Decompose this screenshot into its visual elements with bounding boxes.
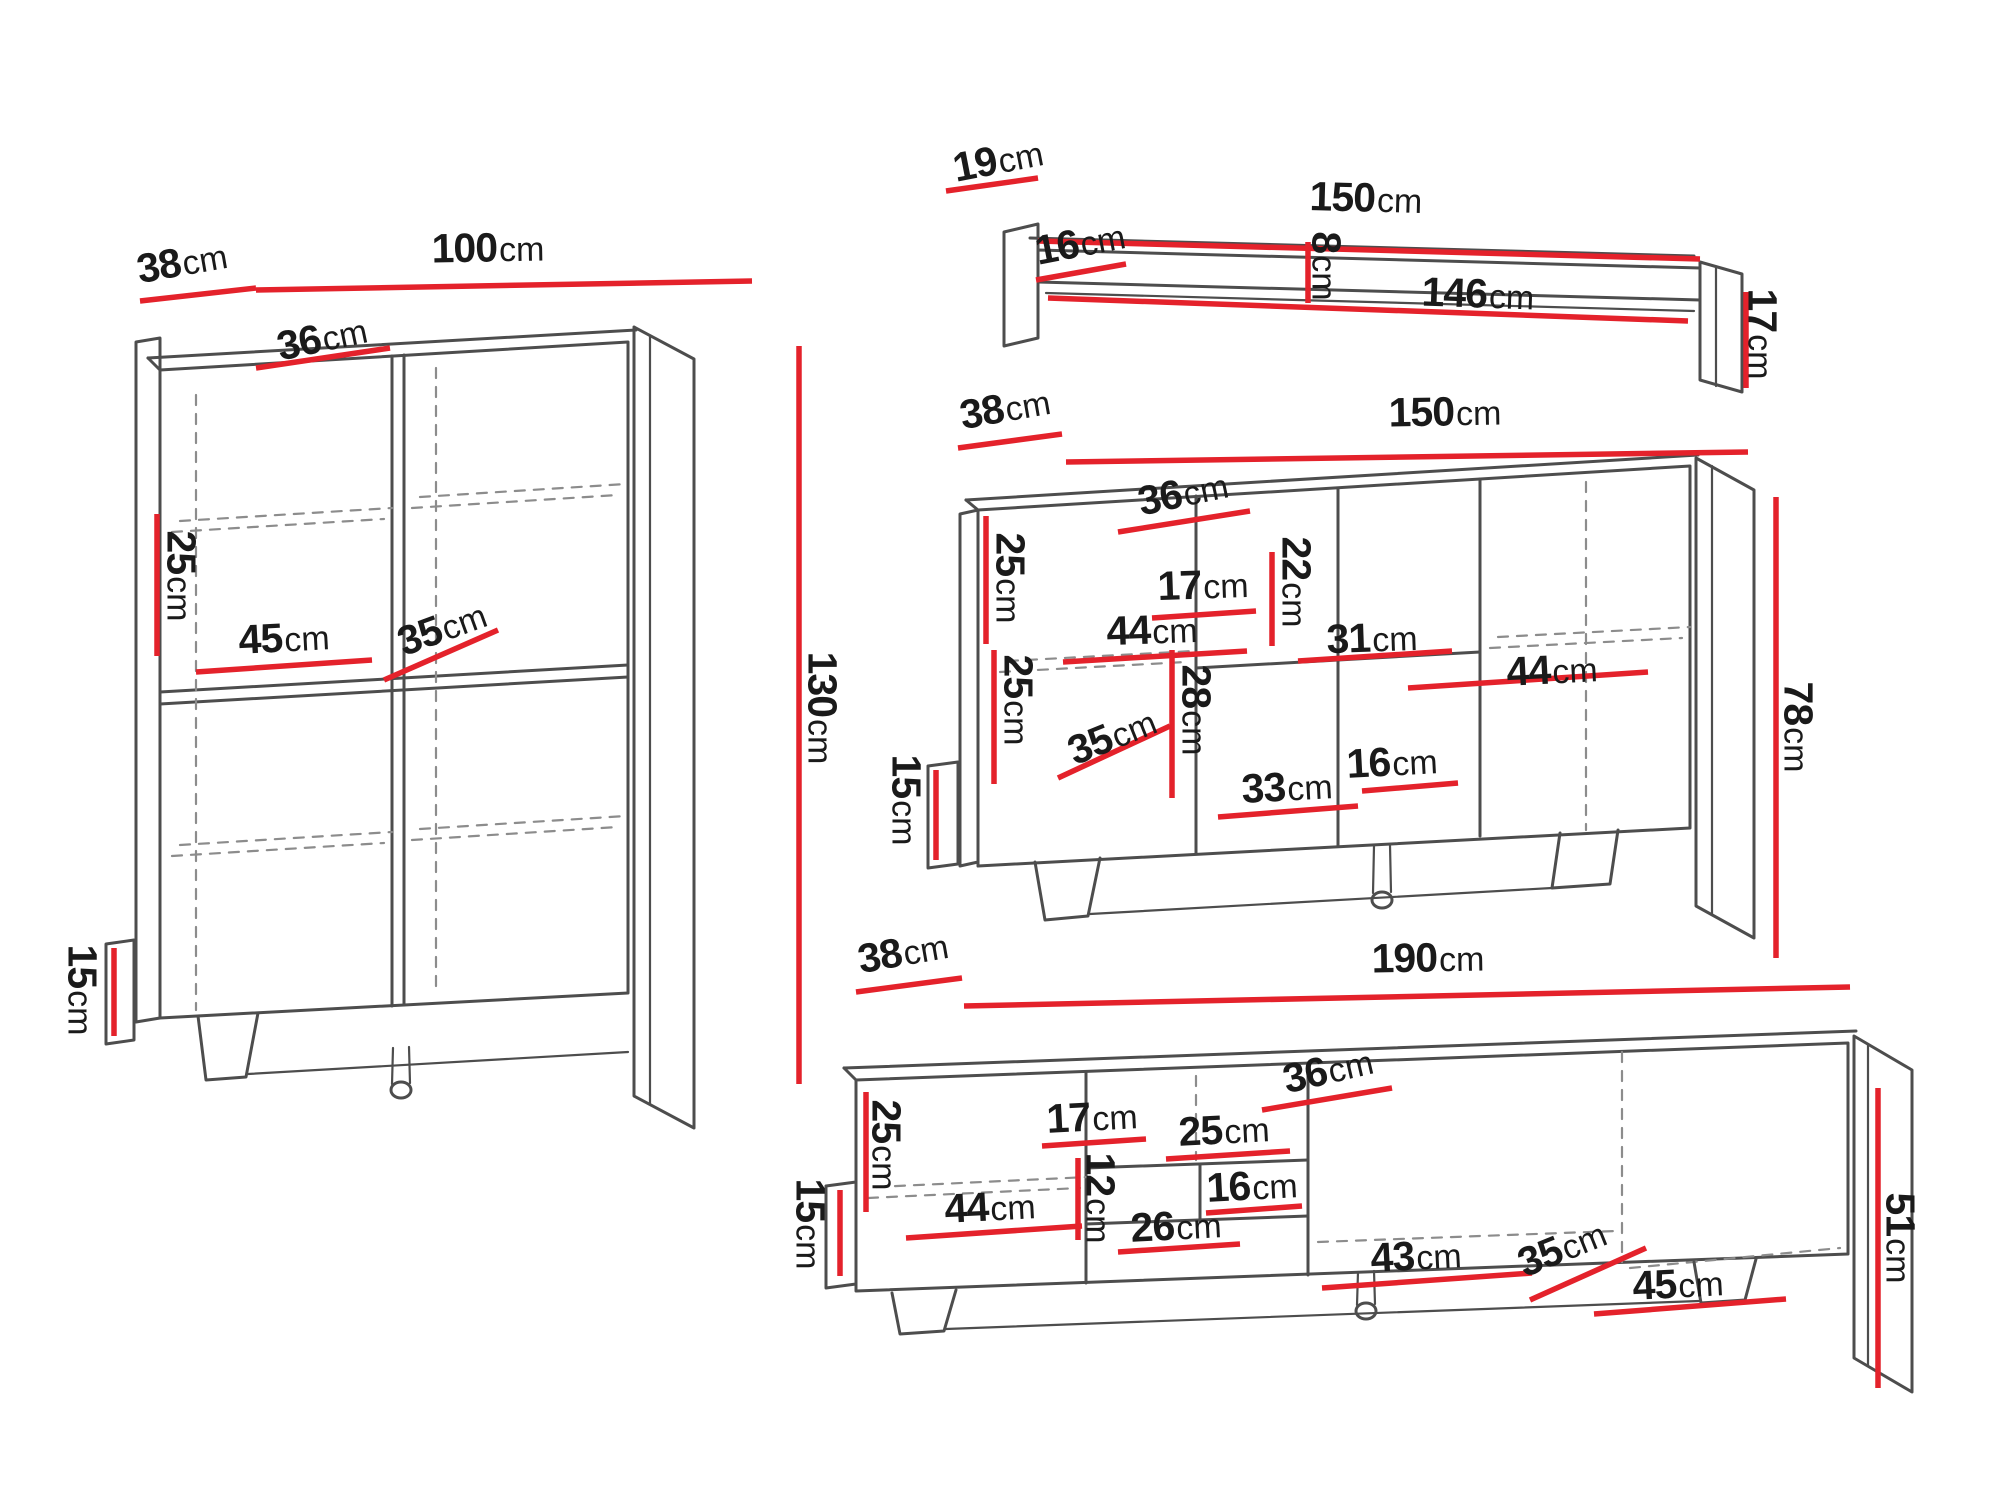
dimension-line-cabinet-38cm-0 bbox=[139, 285, 257, 304]
cabinet-outline bbox=[104, 325, 696, 1130]
wall-shelf-outline bbox=[1002, 222, 1744, 394]
dimension-label-tv-stand-26cm-9: 26cm bbox=[1129, 1202, 1223, 1251]
dimension-label-wall-shelf-150cm-1: 150cm bbox=[1309, 173, 1423, 221]
dimension-line-tv-stand-45cm-12 bbox=[1593, 1296, 1787, 1317]
dimension-line-sideboard-44cm-10 bbox=[1407, 669, 1649, 691]
dimension-label-wall-shelf-17cm-5: 17cm bbox=[1739, 288, 1786, 380]
dimension-label-sideboard-25cm-8: 25cm bbox=[995, 654, 1042, 746]
dimension-label-wall-shelf-8cm-3: 8cm bbox=[1303, 231, 1350, 301]
dimension-line-wall-shelf-19cm-0 bbox=[945, 175, 1039, 194]
dimension-label-cabinet-130cm-3: 130cm bbox=[799, 651, 846, 765]
dimension-label-tv-stand-12cm-6: 12cm bbox=[1077, 1152, 1124, 1244]
dimension-line-sideboard-16cm-13 bbox=[1361, 780, 1459, 794]
dimension-line-wall-shelf-150cm-1 bbox=[1037, 238, 1701, 262]
dimension-line-cabinet-100cm-1 bbox=[255, 278, 753, 293]
dimension-line-tv-stand-35cm-11 bbox=[1528, 1245, 1648, 1303]
dimension-label-sideboard-17cm-4: 17cm bbox=[1156, 561, 1250, 610]
dimension-label-cabinet-35cm-6: 35cm bbox=[391, 596, 493, 665]
dimension-label-tv-stand-51cm-13: 51cm bbox=[1877, 1192, 1924, 1284]
dimension-label-tv-stand-15cm-14: 15cm bbox=[787, 1178, 834, 1270]
dimension-line-sideboard-33cm-12 bbox=[1217, 803, 1359, 820]
dimension-line-wall-shelf-146cm-4 bbox=[1047, 295, 1689, 324]
dimension-line-tv-stand-26cm-9 bbox=[1117, 1241, 1241, 1255]
dimension-line-cabinet-45cm-5 bbox=[195, 657, 373, 675]
dimension-line-tv-stand-38cm-0 bbox=[855, 975, 963, 995]
dimension-label-sideboard-44cm-10: 44cm bbox=[1505, 646, 1599, 695]
dimension-label-sideboard-15cm-15: 15cm bbox=[883, 754, 930, 846]
dimension-label-sideboard-16cm-13: 16cm bbox=[1345, 738, 1439, 787]
dimension-label-sideboard-28cm-9: 28cm bbox=[1173, 664, 1220, 756]
dimension-line-cabinet-36cm-2 bbox=[255, 345, 391, 371]
dimension-label-tv-stand-17cm-4: 17cm bbox=[1045, 1093, 1139, 1142]
dimension-label-sideboard-36cm-2: 36cm bbox=[1133, 467, 1232, 525]
dimension-label-wall-shelf-19cm-0: 19cm bbox=[948, 135, 1047, 191]
dimension-label-tv-stand-190cm-1: 190cm bbox=[1371, 934, 1485, 982]
dimension-label-sideboard-78cm-14: 78cm bbox=[1775, 681, 1822, 773]
dimension-label-sideboard-25cm-3: 25cm bbox=[987, 532, 1034, 624]
dimension-line-sideboard-150cm-1 bbox=[1065, 449, 1749, 465]
dimension-label-tv-stand-43cm-10: 43cm bbox=[1369, 1232, 1463, 1281]
dimension-line-tv-stand-190cm-1 bbox=[963, 984, 1851, 1009]
dimension-label-tv-stand-44cm-8: 44cm bbox=[943, 1183, 1037, 1232]
dimension-label-wall-shelf-146cm-4: 146cm bbox=[1420, 268, 1535, 318]
dimension-line-sideboard-44cm-6 bbox=[1062, 648, 1248, 665]
dimension-label-tv-stand-45cm-12: 45cm bbox=[1631, 1260, 1725, 1309]
dimension-line-sideboard-17cm-4 bbox=[1151, 608, 1257, 621]
dimension-line-tv-stand-44cm-8 bbox=[905, 1223, 1083, 1241]
dimension-line-sideboard-36cm-2 bbox=[1117, 508, 1251, 535]
dimension-label-tv-stand-16cm-7: 16cm bbox=[1205, 1162, 1299, 1211]
dimension-label-cabinet-38cm-0: 38cm bbox=[133, 237, 231, 293]
dimension-label-sideboard-150cm-1: 150cm bbox=[1388, 388, 1502, 436]
dimension-line-sideboard-38cm-0 bbox=[957, 431, 1063, 451]
dimension-line-tv-stand-25cm-5 bbox=[1165, 1148, 1291, 1162]
dimension-line-sideboard-31cm-7 bbox=[1297, 648, 1453, 664]
dimension-label-sideboard-35cm-11: 35cm bbox=[1061, 703, 1163, 774]
sideboard-outline bbox=[926, 453, 1756, 940]
dimension-line-cabinet-35cm-6 bbox=[382, 627, 500, 683]
dimension-label-cabinet-15cm-7: 15cm bbox=[59, 944, 106, 1036]
dimension-label-tv-stand-38cm-0: 38cm bbox=[854, 927, 952, 983]
dimension-label-cabinet-36cm-2: 36cm bbox=[272, 312, 371, 370]
dimension-line-wall-shelf-16cm-2 bbox=[1035, 261, 1127, 283]
dimension-label-cabinet-100cm-1: 100cm bbox=[431, 224, 545, 272]
dimension-label-cabinet-45cm-5: 45cm bbox=[237, 614, 331, 663]
dimension-label-tv-stand-36cm-2: 36cm bbox=[1278, 1043, 1378, 1103]
dimension-line-sideboard-35cm-11 bbox=[1056, 723, 1172, 781]
dimension-label-tv-stand-25cm-3: 25cm bbox=[863, 1099, 910, 1191]
tv-stand-outline bbox=[824, 1029, 1914, 1394]
dimension-label-wall-shelf-16cm-2: 16cm bbox=[1030, 218, 1129, 274]
dimension-label-tv-stand-25cm-5: 25cm bbox=[1177, 1106, 1271, 1155]
dimension-label-sideboard-33cm-12: 33cm bbox=[1240, 763, 1334, 812]
dimension-label-sideboard-38cm-0: 38cm bbox=[956, 383, 1054, 439]
dimension-line-tv-stand-36cm-2 bbox=[1261, 1085, 1393, 1113]
dimension-label-sideboard-22cm-5: 22cm bbox=[1273, 536, 1320, 628]
dimension-label-tv-stand-35cm-11: 35cm bbox=[1511, 1215, 1613, 1286]
dimension-line-tv-stand-17cm-4 bbox=[1041, 1136, 1147, 1149]
dimension-lines bbox=[111, 175, 1881, 1388]
dimension-label-cabinet-25cm-4: 25cm bbox=[158, 530, 205, 622]
dimension-label-sideboard-31cm-7: 31cm bbox=[1325, 614, 1419, 663]
dimension-line-tv-stand-16cm-7 bbox=[1205, 1203, 1303, 1216]
dimension-label-sideboard-44cm-6: 44cm bbox=[1105, 606, 1199, 655]
dimension-line-tv-stand-43cm-10 bbox=[1321, 1270, 1533, 1291]
